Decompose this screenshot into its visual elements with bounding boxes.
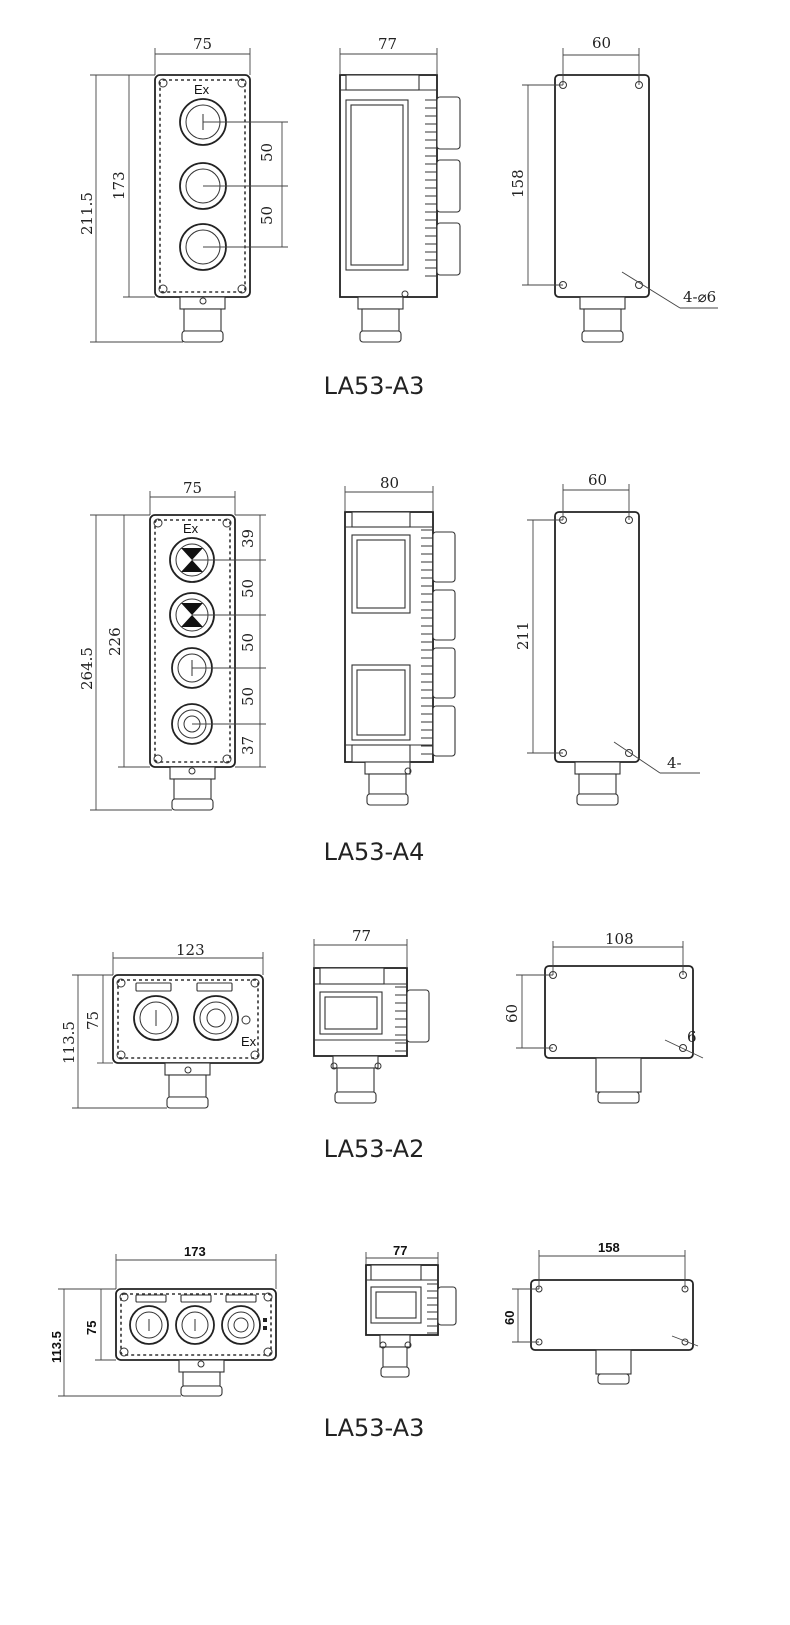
drawing-la53-a4: Ex 75 264.5 226 39 50 50 50 37 [78, 471, 700, 866]
ex-mark: Ex [241, 1034, 257, 1049]
dim-back-hole-width: 108 [605, 930, 634, 948]
dim-back-hole-height: 158 [509, 169, 527, 198]
dim-back-holes: 4- [667, 754, 682, 772]
dim-front-height-inner: 75 [84, 1011, 102, 1030]
side-view [339, 74, 461, 343]
dim-front-height-inner: 75 [84, 1321, 99, 1335]
dim-front-height-inner: 173 [110, 171, 128, 200]
dim-pitch: 50 [258, 206, 276, 225]
back-view [544, 965, 694, 1104]
ex-mark: Ex [183, 521, 199, 536]
caption: LA53-A4 [324, 838, 425, 866]
dim-front-width: 75 [193, 35, 212, 53]
dim-front-width: 123 [176, 941, 205, 959]
pushbutton [193, 995, 239, 1041]
dim-front-width: 75 [183, 479, 202, 497]
dim-side-depth: 77 [352, 927, 371, 945]
pushbutton [221, 1305, 261, 1345]
dim-back-hole-height: 211 [514, 621, 532, 650]
back-view [530, 1279, 694, 1385]
caption: LA53-A3 [324, 1414, 425, 1442]
ex-mark: Ex [194, 82, 210, 97]
dim-back-hole-width: 60 [588, 471, 607, 489]
caption: LA53-A2 [324, 1135, 425, 1163]
pushbutton [133, 995, 179, 1041]
dim-front-height-inner: 226 [106, 627, 124, 656]
side-view [313, 967, 430, 1104]
dim-back-holes: 6 [687, 1028, 697, 1046]
back-view [554, 74, 650, 343]
dim-back-hole-width: 158 [598, 1240, 620, 1255]
dim-pitch: 50 [239, 633, 257, 652]
side-view [365, 1264, 457, 1378]
front-view: Ex [112, 974, 264, 1109]
front-view: Ex [149, 514, 236, 811]
drawing-la53-a3-vertical: Ex 75 211.5 173 50 50 [78, 34, 718, 400]
dim-back-hole-height: 60 [503, 1004, 521, 1023]
pushbutton [175, 1305, 215, 1345]
dim-front-height-outer: 113.5 [49, 1331, 64, 1363]
front-view: Ex [154, 74, 251, 343]
back-view [554, 511, 640, 806]
dim-side-depth: 77 [393, 1243, 407, 1258]
dim-pitch: 39 [239, 529, 257, 548]
dim-back-holes: 4-⌀6 [683, 288, 716, 306]
dim-side-depth: 80 [380, 474, 399, 492]
dim-back-hole-width: 60 [592, 34, 611, 52]
dim-pitch: 50 [239, 579, 257, 598]
dim-pitch: 50 [239, 687, 257, 706]
drawing-la53-a3-horizontal: 173 113.5 75 77 [49, 1240, 699, 1442]
dim-front-height-outer: 264.5 [78, 647, 96, 690]
front-view [115, 1288, 277, 1397]
dim-pitch: 50 [258, 143, 276, 162]
dim-front-height-outer: 211.5 [78, 192, 96, 235]
dim-side-depth: 77 [378, 35, 397, 53]
dim-front-width: 173 [184, 1244, 206, 1259]
side-view [344, 511, 456, 806]
dim-back-hole-height: 60 [502, 1311, 517, 1325]
caption: LA53-A3 [324, 372, 425, 400]
dim-pitch: 37 [239, 736, 257, 755]
pushbutton [129, 1305, 169, 1345]
drawing-la53-a2: Ex 123 113.5 75 [60, 927, 704, 1163]
dim-front-height-outer: 113.5 [60, 1021, 78, 1064]
